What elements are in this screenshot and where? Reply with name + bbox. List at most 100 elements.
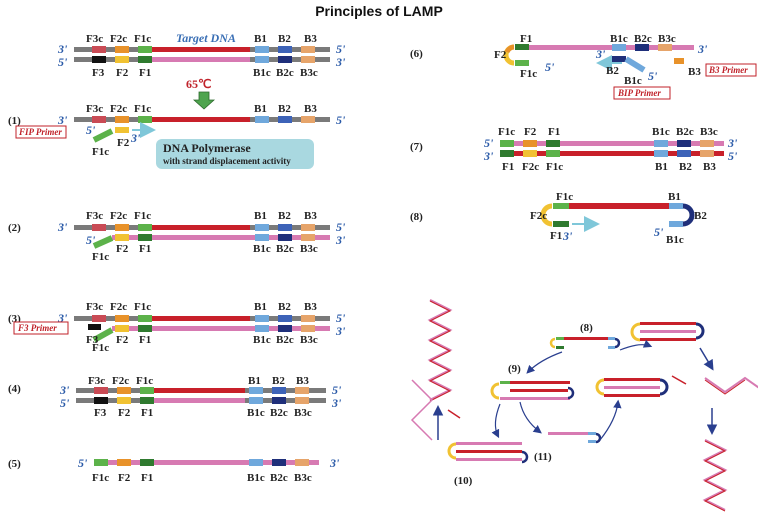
step-1: F3c F2c F1c B1 B2 B3 3' 5' FIP Primer 5'… xyxy=(15,103,346,169)
heat-arrow-icon xyxy=(192,91,216,110)
region-F1c xyxy=(138,46,152,53)
region-B3c xyxy=(301,56,315,63)
end-3prime: 3' xyxy=(59,383,70,397)
region-F1c xyxy=(500,140,514,147)
label-B3: B3 xyxy=(296,375,309,387)
region-B3 xyxy=(301,315,315,322)
flow-arrow-icon xyxy=(699,347,714,371)
mini-strand xyxy=(456,458,522,461)
end-3prime: 3' xyxy=(329,456,340,470)
end-5prime: 5' xyxy=(648,69,658,83)
mini-structure-9 xyxy=(490,381,575,400)
step-6: F1 F2 F1c 5' B1c B2c B3c 3' 3' B2 B1c 5'… xyxy=(494,33,757,100)
region-F2 xyxy=(117,397,131,404)
end-5prime: 5' xyxy=(336,42,346,56)
region-F1 xyxy=(138,234,152,241)
region-B1c-tail xyxy=(624,56,646,73)
region-F2c xyxy=(115,116,129,123)
region-F1c xyxy=(138,315,152,322)
mini-strand xyxy=(604,378,660,381)
label-B2c: B2c xyxy=(270,472,288,484)
bip-primer-label: BIP Primer xyxy=(617,88,661,98)
polymerase-subtitle: with strand displacement activity xyxy=(163,156,291,166)
label-B1c: B1c xyxy=(253,243,271,255)
step-5: 5' 3' F1c F2 F1 B1c B2c B3c xyxy=(78,456,340,484)
fip-primer-label: FIP Primer xyxy=(18,127,62,137)
label-F1c: F1c xyxy=(134,301,151,313)
region-B3 xyxy=(700,150,714,157)
region-F3c xyxy=(92,315,106,322)
new-strand-core xyxy=(145,235,250,240)
label-F1: F1 xyxy=(141,407,153,419)
mini-B1 xyxy=(588,432,596,435)
region-F1 xyxy=(140,397,154,404)
mini-strand xyxy=(548,432,588,435)
top-strand xyxy=(500,141,724,146)
label-B1c: B1c xyxy=(652,126,670,138)
F1c-tail xyxy=(92,327,114,343)
end-5prime: 5' xyxy=(336,113,346,127)
label-F1: F1 xyxy=(141,472,153,484)
label-B3c: B3c xyxy=(294,407,312,419)
step-label-7: (7) xyxy=(410,141,423,153)
label-F2: F2 xyxy=(116,334,129,346)
new-strand xyxy=(112,326,330,331)
label-F2c: F2c xyxy=(110,301,127,313)
end-5prime: 5' xyxy=(654,225,664,239)
label-F2c: F2c xyxy=(522,161,539,173)
end-3prime: 3' xyxy=(483,149,494,163)
label-F2: F2 xyxy=(116,243,129,255)
label-B3: B3 xyxy=(304,103,317,115)
end-3prime: 3' xyxy=(57,220,68,234)
region-F2 xyxy=(115,325,129,332)
label-F1c: F1c xyxy=(134,210,151,222)
cycling-amplification: (8) (9) (10) (11) xyxy=(410,299,758,512)
end-5prime: 5' xyxy=(336,220,346,234)
label-F1c: F1c xyxy=(556,191,573,203)
region-F2 xyxy=(117,459,131,466)
label-B3: B3 xyxy=(688,66,701,78)
concatemer-right-top xyxy=(704,376,758,394)
region-F3 xyxy=(94,397,108,404)
end-3prime: 3' xyxy=(130,131,141,145)
region-B2c xyxy=(278,234,292,241)
end-5prime: 5' xyxy=(545,60,555,74)
label-B2: B2 xyxy=(606,65,619,77)
region-B1 xyxy=(255,116,269,123)
label-B3: B3 xyxy=(703,161,716,173)
cycle-arrow-icon xyxy=(491,403,501,439)
region-B2c xyxy=(677,140,691,147)
label-B1: B1 xyxy=(248,375,261,387)
label-F1: F1 xyxy=(520,33,532,45)
mini-strand xyxy=(510,389,568,392)
end-5prime: 5' xyxy=(58,55,68,69)
loop-strand xyxy=(529,45,694,50)
fip-F2-segment xyxy=(115,127,129,133)
label-F1: F1 xyxy=(548,126,560,138)
region-B1 xyxy=(255,46,269,53)
region-B3c xyxy=(295,397,309,404)
label-F1c: F1c xyxy=(498,126,515,138)
region-B2c xyxy=(635,44,649,51)
cycle-arrow-icon xyxy=(619,339,653,351)
mini-strand xyxy=(456,450,522,453)
label-F1c: F1c xyxy=(92,146,109,158)
region-B1c xyxy=(255,56,269,63)
region-B1 xyxy=(255,315,269,322)
region-F3 xyxy=(92,56,106,63)
label-F3: F3 xyxy=(94,407,107,419)
b3-primer-label: B3 Primer xyxy=(708,65,748,75)
step-3: F3c F2c F1c B1 B2 B3 3' 5' 3' F3 Primer … xyxy=(13,301,346,354)
region-B2c xyxy=(278,325,292,332)
end-3prime: 3' xyxy=(335,233,346,247)
region-B3 xyxy=(301,116,315,123)
end-3prime: 3' xyxy=(697,42,708,56)
label-F3c: F3c xyxy=(86,210,103,222)
region-B2c xyxy=(278,56,292,63)
label-B3c: B3c xyxy=(300,334,318,346)
label-B1c: B1c xyxy=(247,472,265,484)
F1c-tail xyxy=(92,235,114,249)
region-B1c xyxy=(255,234,269,241)
region-F2c xyxy=(115,224,129,231)
region-B2 xyxy=(278,224,292,231)
